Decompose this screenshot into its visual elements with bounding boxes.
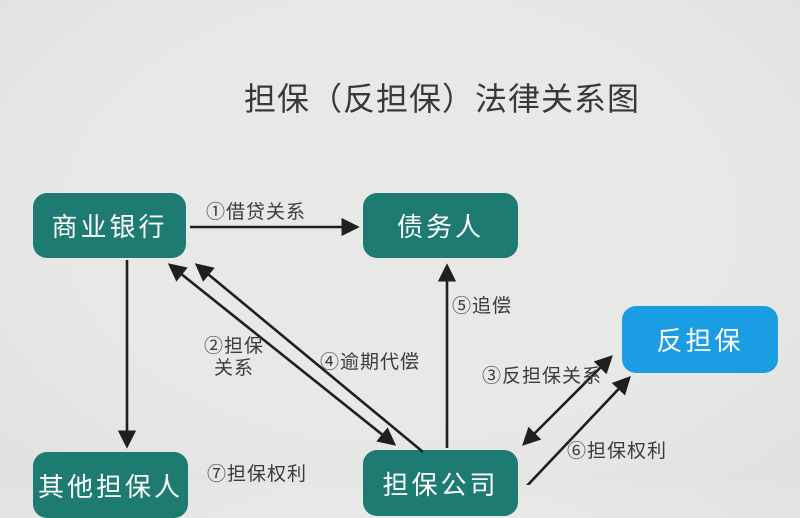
edge-label-overdue-compensation: ④逾期代偿 <box>320 352 421 373</box>
node-other-guarantor: 其他担保人 <box>33 452 188 518</box>
node-guarantee-company: 担保公司 <box>363 450 518 516</box>
edge-label-counter-guarantee-relation: ③反担保关系 <box>482 366 603 387</box>
edge-guarantee-right-counter-arrow <box>525 376 631 485</box>
edge-label-guarantee-right-counter: ⑥担保权利 <box>567 441 668 462</box>
node-debtor: 债务人 <box>363 193 518 258</box>
node-commercial-bank-label: 商业银行 <box>51 212 168 242</box>
node-debtor-label: 债务人 <box>396 212 484 242</box>
page-title: 担保（反担保）法律关系图 <box>244 81 641 117</box>
edge-label-guarantee-relation: ②担保 关系 <box>203 336 264 379</box>
node-other-guarantor-label: 其他担保人 <box>37 471 183 502</box>
edge-label-recourse: ⑤追偿 <box>452 296 513 317</box>
node-counter-guarantee: 反担保 <box>622 306 778 373</box>
edge-label-loan: ①借贷关系 <box>206 202 307 223</box>
edge-label-guarantee-right-other: ⑦担保权利 <box>207 464 308 485</box>
node-guarantee-company-label: 担保公司 <box>382 469 499 500</box>
node-counter-guarantee-label: 反担保 <box>656 326 744 356</box>
node-commercial-bank: 商业银行 <box>33 193 186 258</box>
